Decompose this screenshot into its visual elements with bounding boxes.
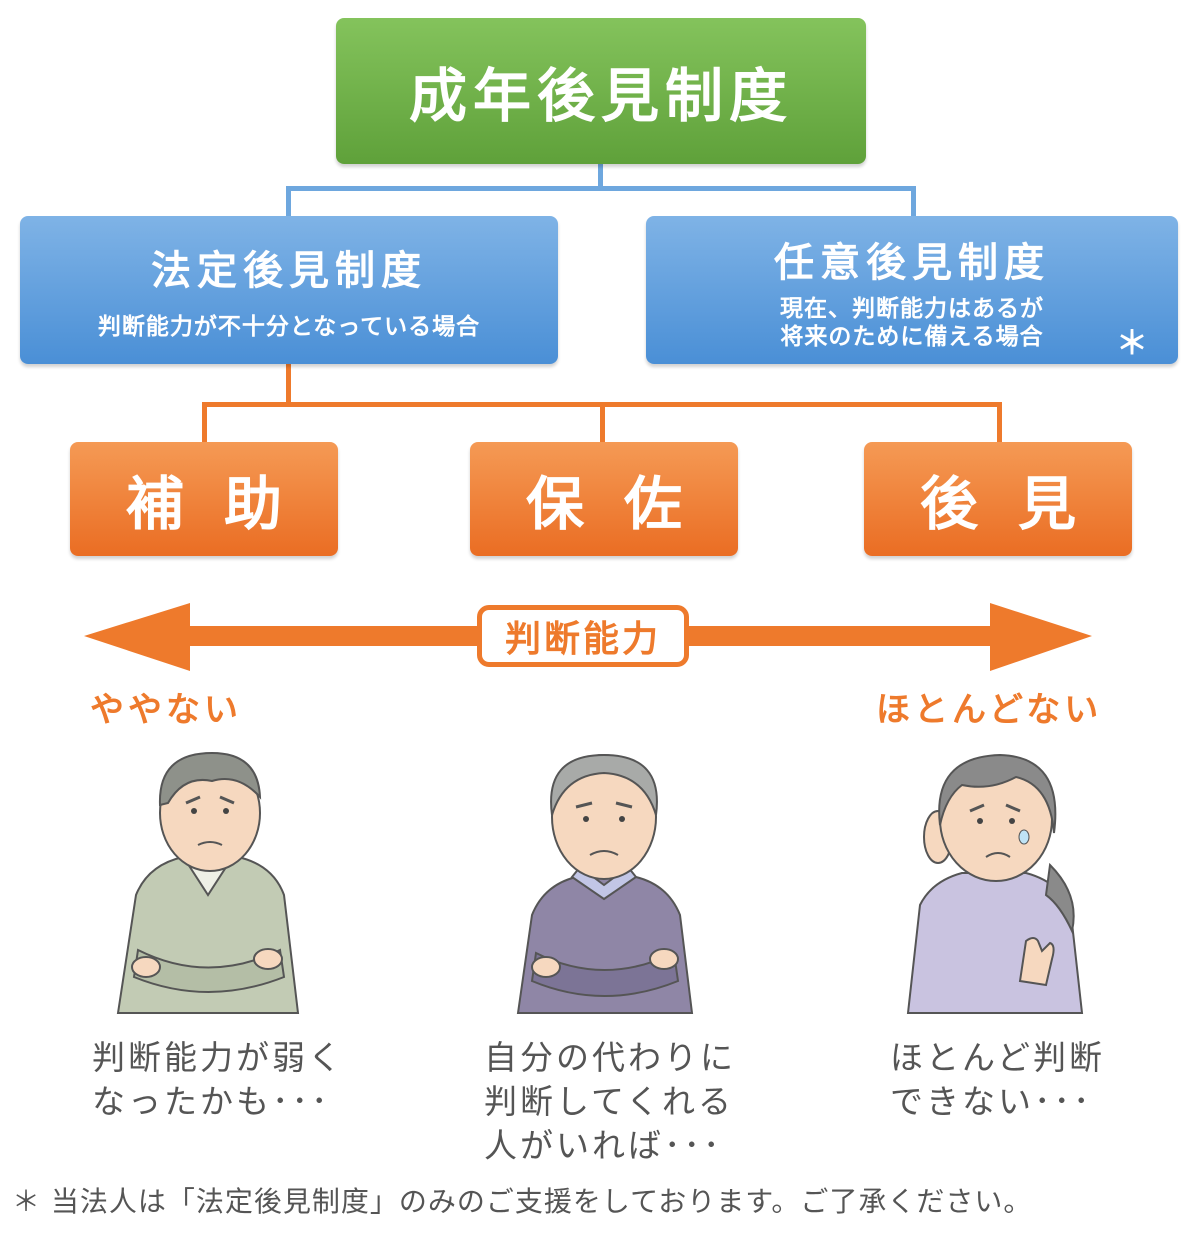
legal-subtitle: 判断能力が不十分となっている場合	[97, 314, 481, 340]
connector-hosa-drop	[600, 402, 605, 442]
caption-hojo: 判断能力が弱く なったかも･･･	[92, 1038, 344, 1121]
caption-hosa: 自分の代わりに 判断してくれる 人がいれば･･･	[484, 1038, 736, 1165]
voluntary-subtitle-line2: 将来のために備える場合	[780, 323, 1044, 350]
connector-root-branch	[286, 186, 916, 191]
root-box: 成年後見制度	[336, 18, 866, 164]
voluntary-title: 任意後見制度	[774, 240, 1050, 286]
worried-man-illustration	[116, 751, 300, 1014]
elderly-man-illustration	[516, 753, 694, 1014]
worried-woman-illustration	[906, 753, 1084, 1014]
type-kouken-label: 後見	[919, 470, 1116, 538]
caption-kouken: ほとんど判断 できない･･･	[890, 1038, 1106, 1121]
connector-hojo-drop	[202, 402, 207, 442]
ability-axis-label: 判断能力	[477, 605, 689, 667]
type-hojo-box: 補助	[70, 442, 338, 556]
voluntary-guardianship-box: 任意後見制度 現在、判断能力はあるが 将来のために備える場合 ＊	[646, 216, 1178, 364]
connector-kouken-drop	[997, 402, 1002, 442]
legal-guardianship-box: 法定後見制度 判断能力が不十分となっている場合	[20, 216, 558, 364]
connector-legal-stem	[286, 364, 291, 404]
connector-left-drop	[286, 186, 291, 216]
legal-title: 法定後見制度	[151, 248, 427, 294]
type-hosa-box: 保佐	[470, 442, 738, 556]
voluntary-asterisk: ＊	[1116, 324, 1149, 362]
root-title: 成年後見制度	[408, 62, 793, 130]
type-hojo-label: 補助	[125, 470, 322, 538]
voluntary-subtitle-line1: 現在、判断能力はあるが	[780, 296, 1044, 322]
connector-right-drop	[911, 186, 916, 216]
type-kouken-box: 後見	[864, 442, 1132, 556]
connector-root-stem	[598, 164, 603, 188]
footnote: ＊ 当法人は「法定後見制度」のみのご支援をしております。ご了承ください。	[12, 1185, 1033, 1218]
ability-axis-right-label: ほとんどない	[876, 690, 1103, 730]
type-hosa-label: 保佐	[525, 470, 722, 538]
ability-axis-left-label: ややない	[90, 690, 242, 730]
